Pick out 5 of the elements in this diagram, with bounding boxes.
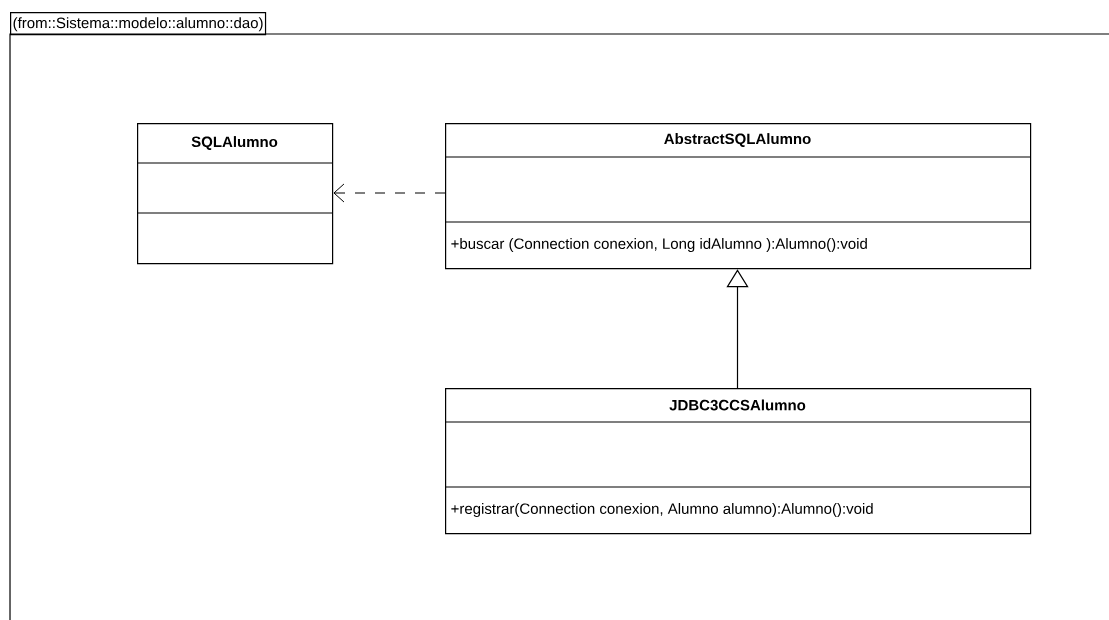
class-box: AbstractSQLAlumno +buscar (Connection conexion, Long idAlumno ):Alumno():void: [444, 123, 1032, 270]
class-box: SQLAlumno: [136, 123, 334, 265]
class-box: JDBC3CCSAlumno +registrar(Connection conexion, Alumno alumno):Alumno():void: [444, 388, 1032, 535]
inheritance-arrow: [726, 269, 749, 389]
dependency-arrow: [333, 183, 446, 203]
